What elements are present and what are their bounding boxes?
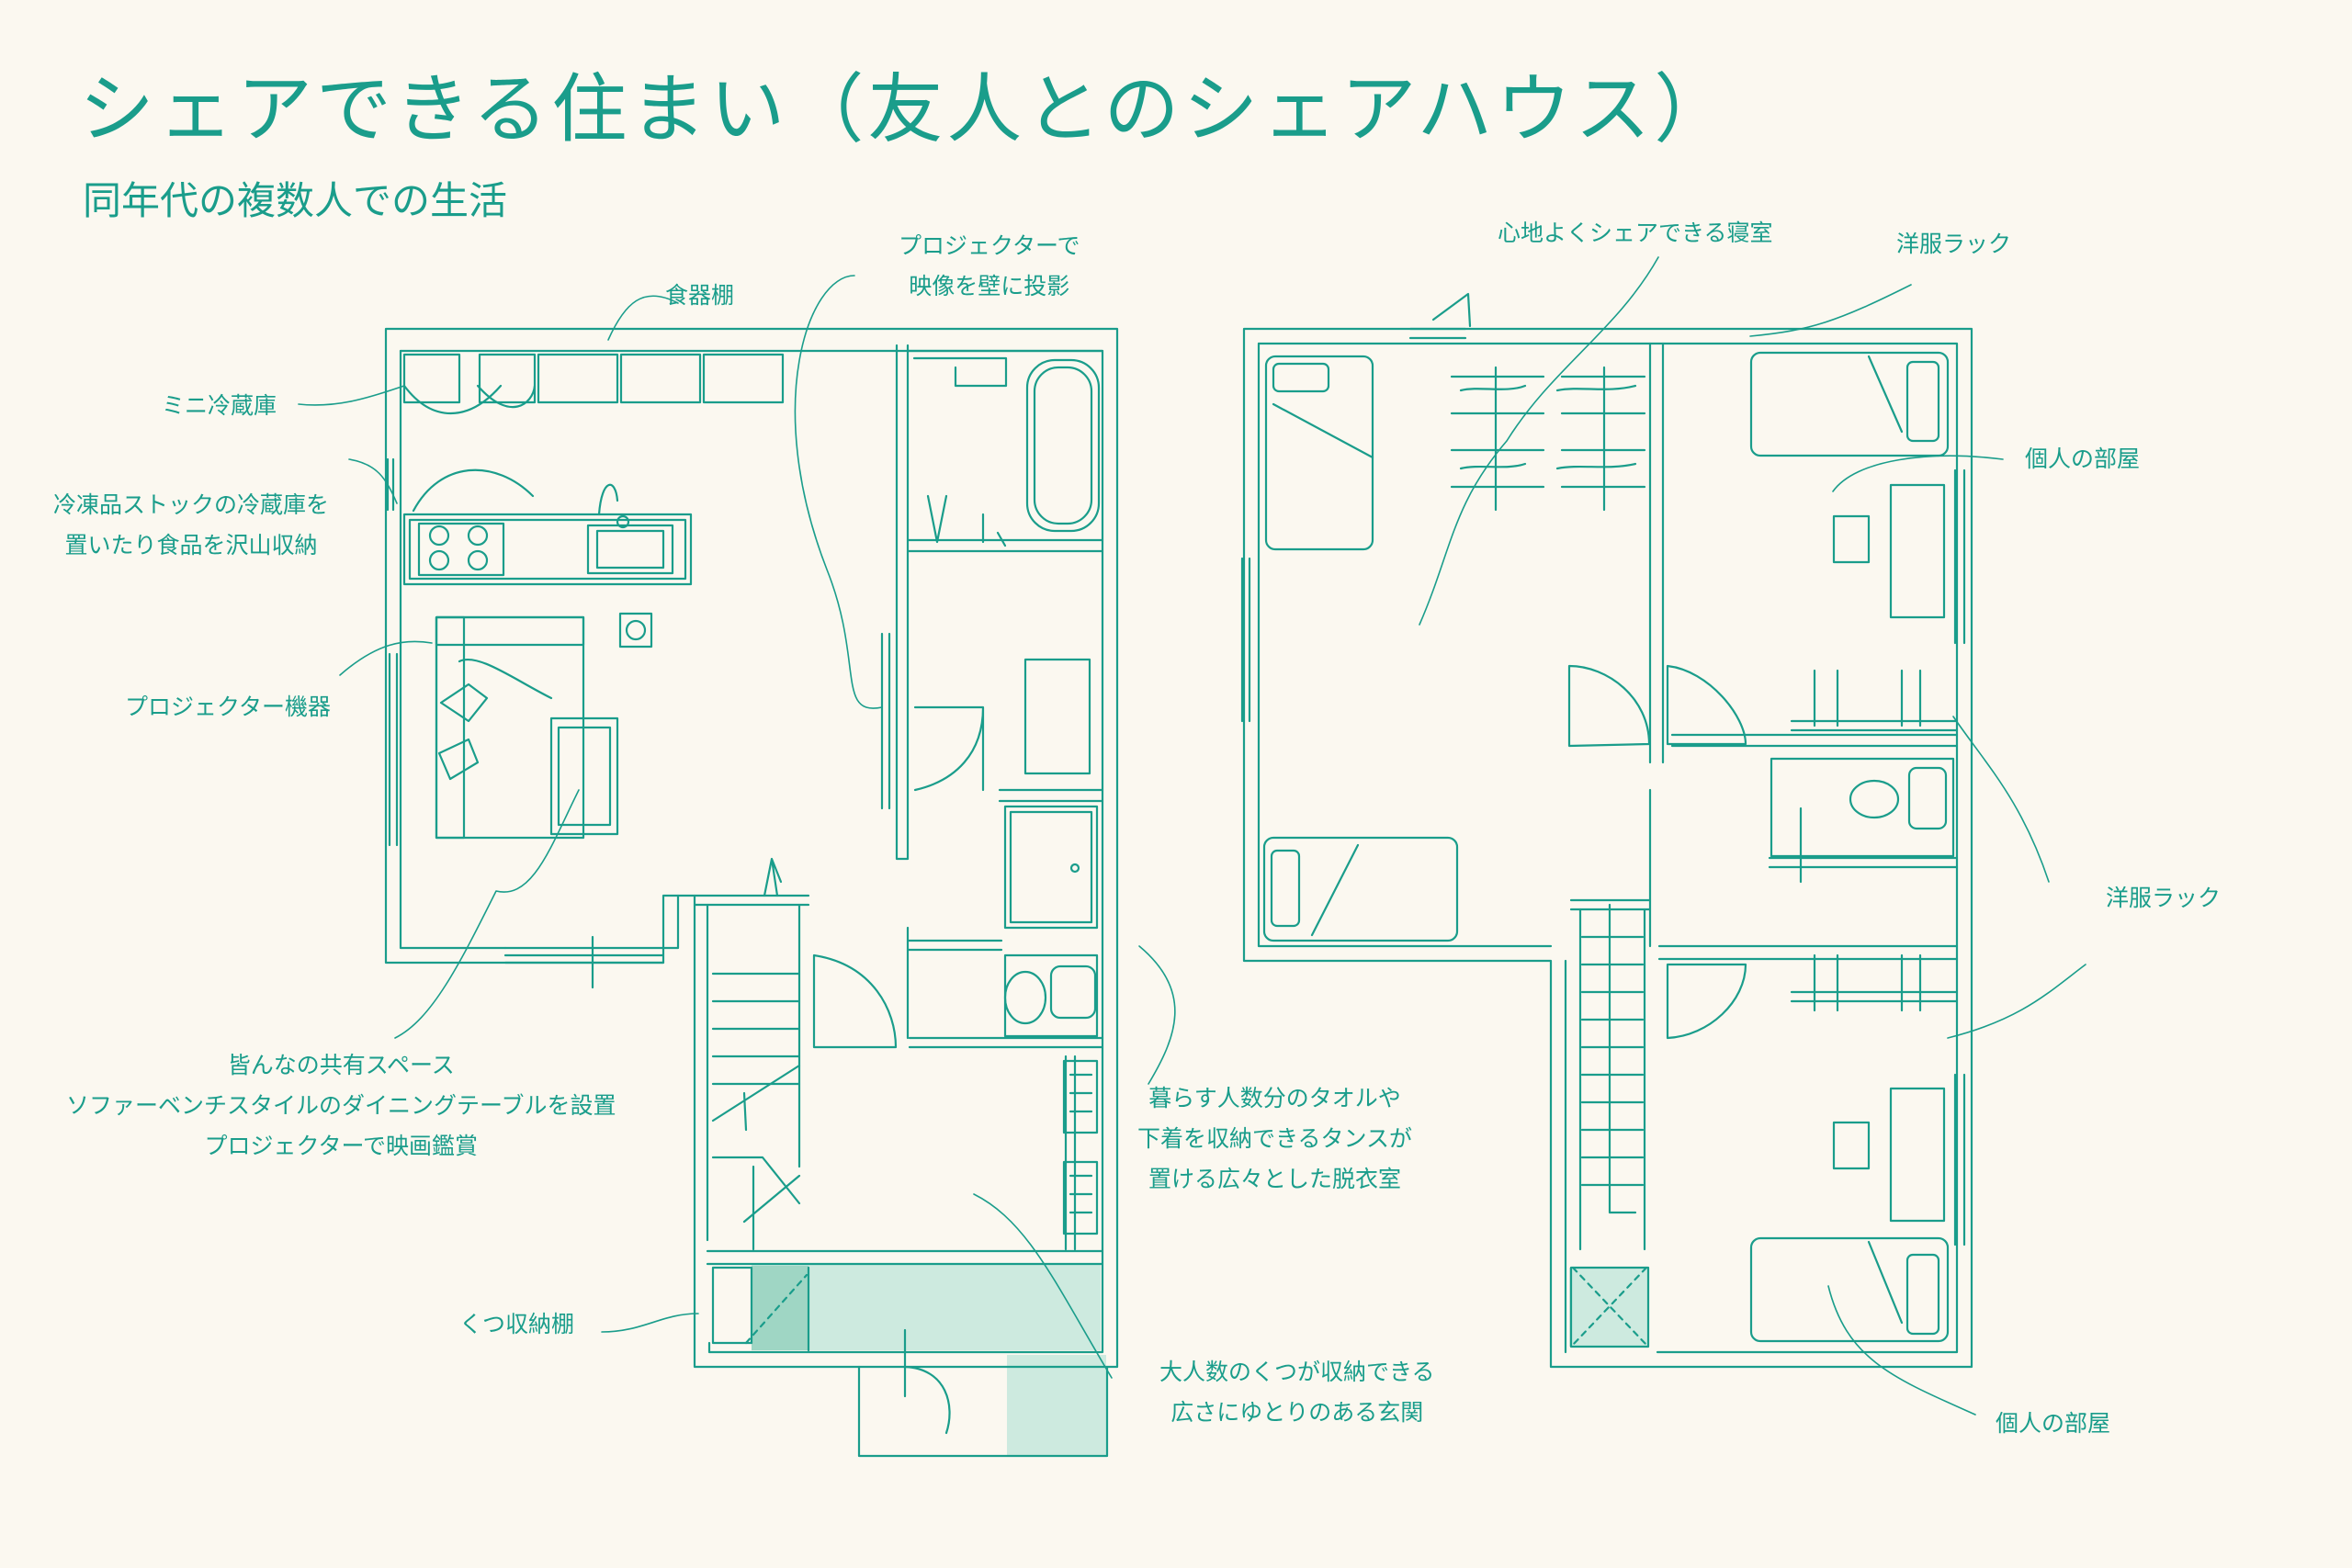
label-clothes-rack-1: 洋服ラック: [1896, 231, 2012, 257]
label-entrance: 大人数のくつが収納できる 広さにゆとりのある玄関: [1159, 1352, 1435, 1433]
label-shoe-shelf: くつ収納棚: [459, 1311, 575, 1337]
label-private-room-2: 個人の部屋: [1996, 1410, 2111, 1437]
leader-lines: [298, 256, 2086, 1416]
ldk-outer-wall: [384, 327, 1119, 1369]
porch-fill: [1007, 1355, 1106, 1456]
second-floor-plan: [1240, 292, 1973, 1369]
2f-outer-wall: [1242, 327, 1973, 1369]
label-frozen-fridge-line2: 置いたり食品を沢山収納: [64, 532, 318, 558]
label-projector-wall-line1: プロジェクターで: [899, 232, 1080, 259]
entrance-floor: [752, 1264, 1101, 1350]
label-dressing-room-line3: 置ける広々とした脱衣室: [1148, 1166, 1402, 1192]
shoe-shelf-fill: [752, 1266, 808, 1350]
label-shared-space-line1: 皆んなの共有スペース: [227, 1052, 455, 1078]
label-shared-space-line2: ソファーベンチスタイルのダイニングテーブルを設置: [66, 1092, 616, 1119]
first-floor-plan: [384, 327, 1119, 1458]
label-clothes-rack-2: 洋服ラック: [2106, 885, 2222, 911]
label-frozen-fridge-line1: 冷凍品ストックの冷蔵庫を: [53, 491, 330, 518]
page-subtitle: 同年代の複数人での生活: [83, 178, 508, 223]
label-entrance-line2: 広さにゆとりのある玄関: [1170, 1399, 1424, 1426]
label-projector-device: プロジェクター機器: [125, 694, 332, 720]
label-private-room-1: 個人の部屋: [2025, 446, 2141, 472]
page-title: シェアできる住まい（友人とのシェアハウス）: [79, 66, 1734, 153]
ldk-inner-wall: [399, 349, 1104, 1354]
label-mini-fridge: ミニ冷蔵庫: [162, 392, 277, 419]
label-dressing-room-line1: 暮らす人数分のタオルや: [1148, 1085, 1401, 1111]
label-frozen-fridge: 冷凍品ストックの冷蔵庫を 置いたり食品を沢山収納: [53, 485, 329, 566]
label-shared-space-line3: プロジェクターで映画鑑賞: [204, 1133, 479, 1159]
label-shared-bedroom: 心地よくシェアできる寝室: [1498, 220, 1773, 246]
label-projector-wall-line2: 映像を壁に投影: [909, 273, 1070, 299]
label-shared-space: 皆んなの共有スペース ソファーベンチスタイルのダイニングテーブルを設置 プロジェ…: [66, 1045, 616, 1167]
label-entrance-line1: 大人数のくつが収納できる: [1159, 1359, 1435, 1385]
label-dressing-room-line2: 下着を収納できるタンスが: [1137, 1125, 1413, 1152]
label-dressing-room: 暮らす人数分のタオルや 下着を収納できるタンスが 置ける広々とした脱衣室: [1137, 1078, 1412, 1200]
label-dish-shelf: 食器棚: [665, 282, 735, 309]
label-projector-wall: プロジェクターで 映像を壁に投影: [899, 226, 1080, 307]
